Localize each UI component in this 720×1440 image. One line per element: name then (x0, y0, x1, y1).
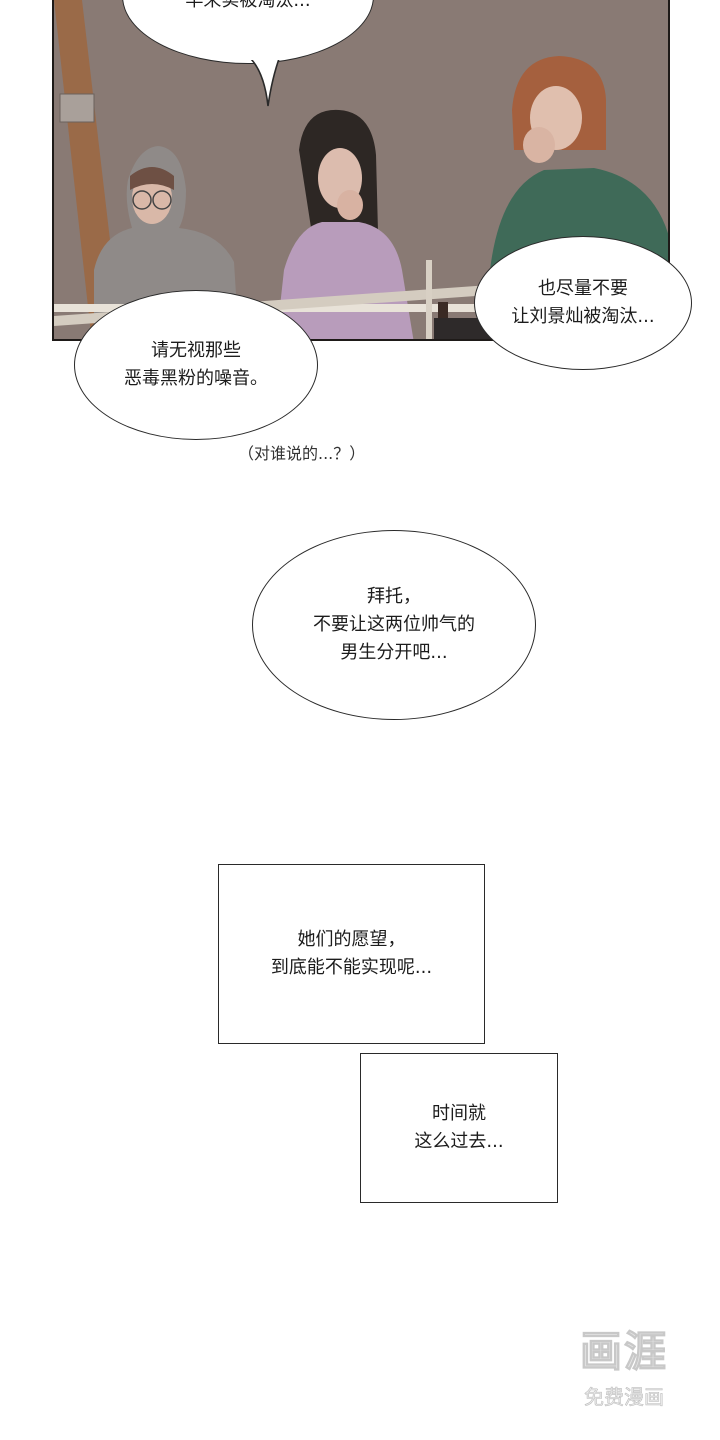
bubble-tail-top (246, 56, 282, 107)
speech-text-middle: 拜托， 不要让这两位帅气的 男生分开吧... (313, 586, 475, 663)
watermark-subtitle: 免费漫画 (584, 1385, 665, 1410)
narration-text-2: 时间就 这么过去... (414, 1103, 504, 1152)
speech-text-right: 也尽量不要 让刘景灿被淘汰... (511, 278, 655, 327)
narration-text-1: 她们的愿望， 到底能不能实现呢... (270, 929, 433, 978)
narration-box-2: 时间就 这么过去... (360, 1053, 558, 1203)
watermark-logo: 画涯 (579, 1327, 668, 1377)
aside-text: （对谁说的...？） (238, 444, 366, 463)
narration-box-1: 她们的愿望， 到底能不能实现呢... (218, 864, 485, 1044)
speech-bubble-left: 请无视那些 恶毒黑粉的噪音。 (74, 290, 318, 440)
watermark: 画涯 免费漫画 (564, 1318, 684, 1410)
speech-text-left: 请无视那些 恶毒黑粉的噪音。 (124, 340, 268, 389)
speech-bubble-middle: 拜托， 不要让这两位帅气的 男生分开吧... (252, 530, 536, 720)
speech-bubble-right: 也尽量不要 让刘景灿被淘汰... (474, 236, 692, 370)
speech-text-top: 早来实被淘汰... (185, 0, 311, 11)
